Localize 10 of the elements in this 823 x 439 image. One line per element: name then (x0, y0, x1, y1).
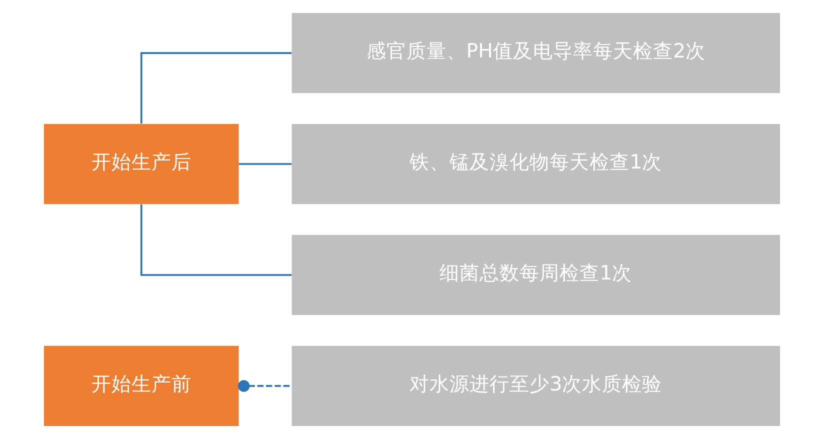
node-box: 感官质量、PH值及电导率每天检查2次 (291, 12, 780, 94)
node-box: 对水源进行至少3次水质检验 (291, 346, 780, 426)
connector (140, 52, 292, 124)
node-box: 细菌总数每周检查1次 (291, 234, 780, 316)
node-box: 开始生产后 (43, 124, 238, 204)
node-box: 开始生产前 (43, 346, 238, 426)
node-box: 铁、锰及溴化物每天检查1次 (291, 124, 780, 204)
connector (238, 163, 292, 165)
connector (237, 380, 292, 392)
connector (140, 204, 292, 276)
